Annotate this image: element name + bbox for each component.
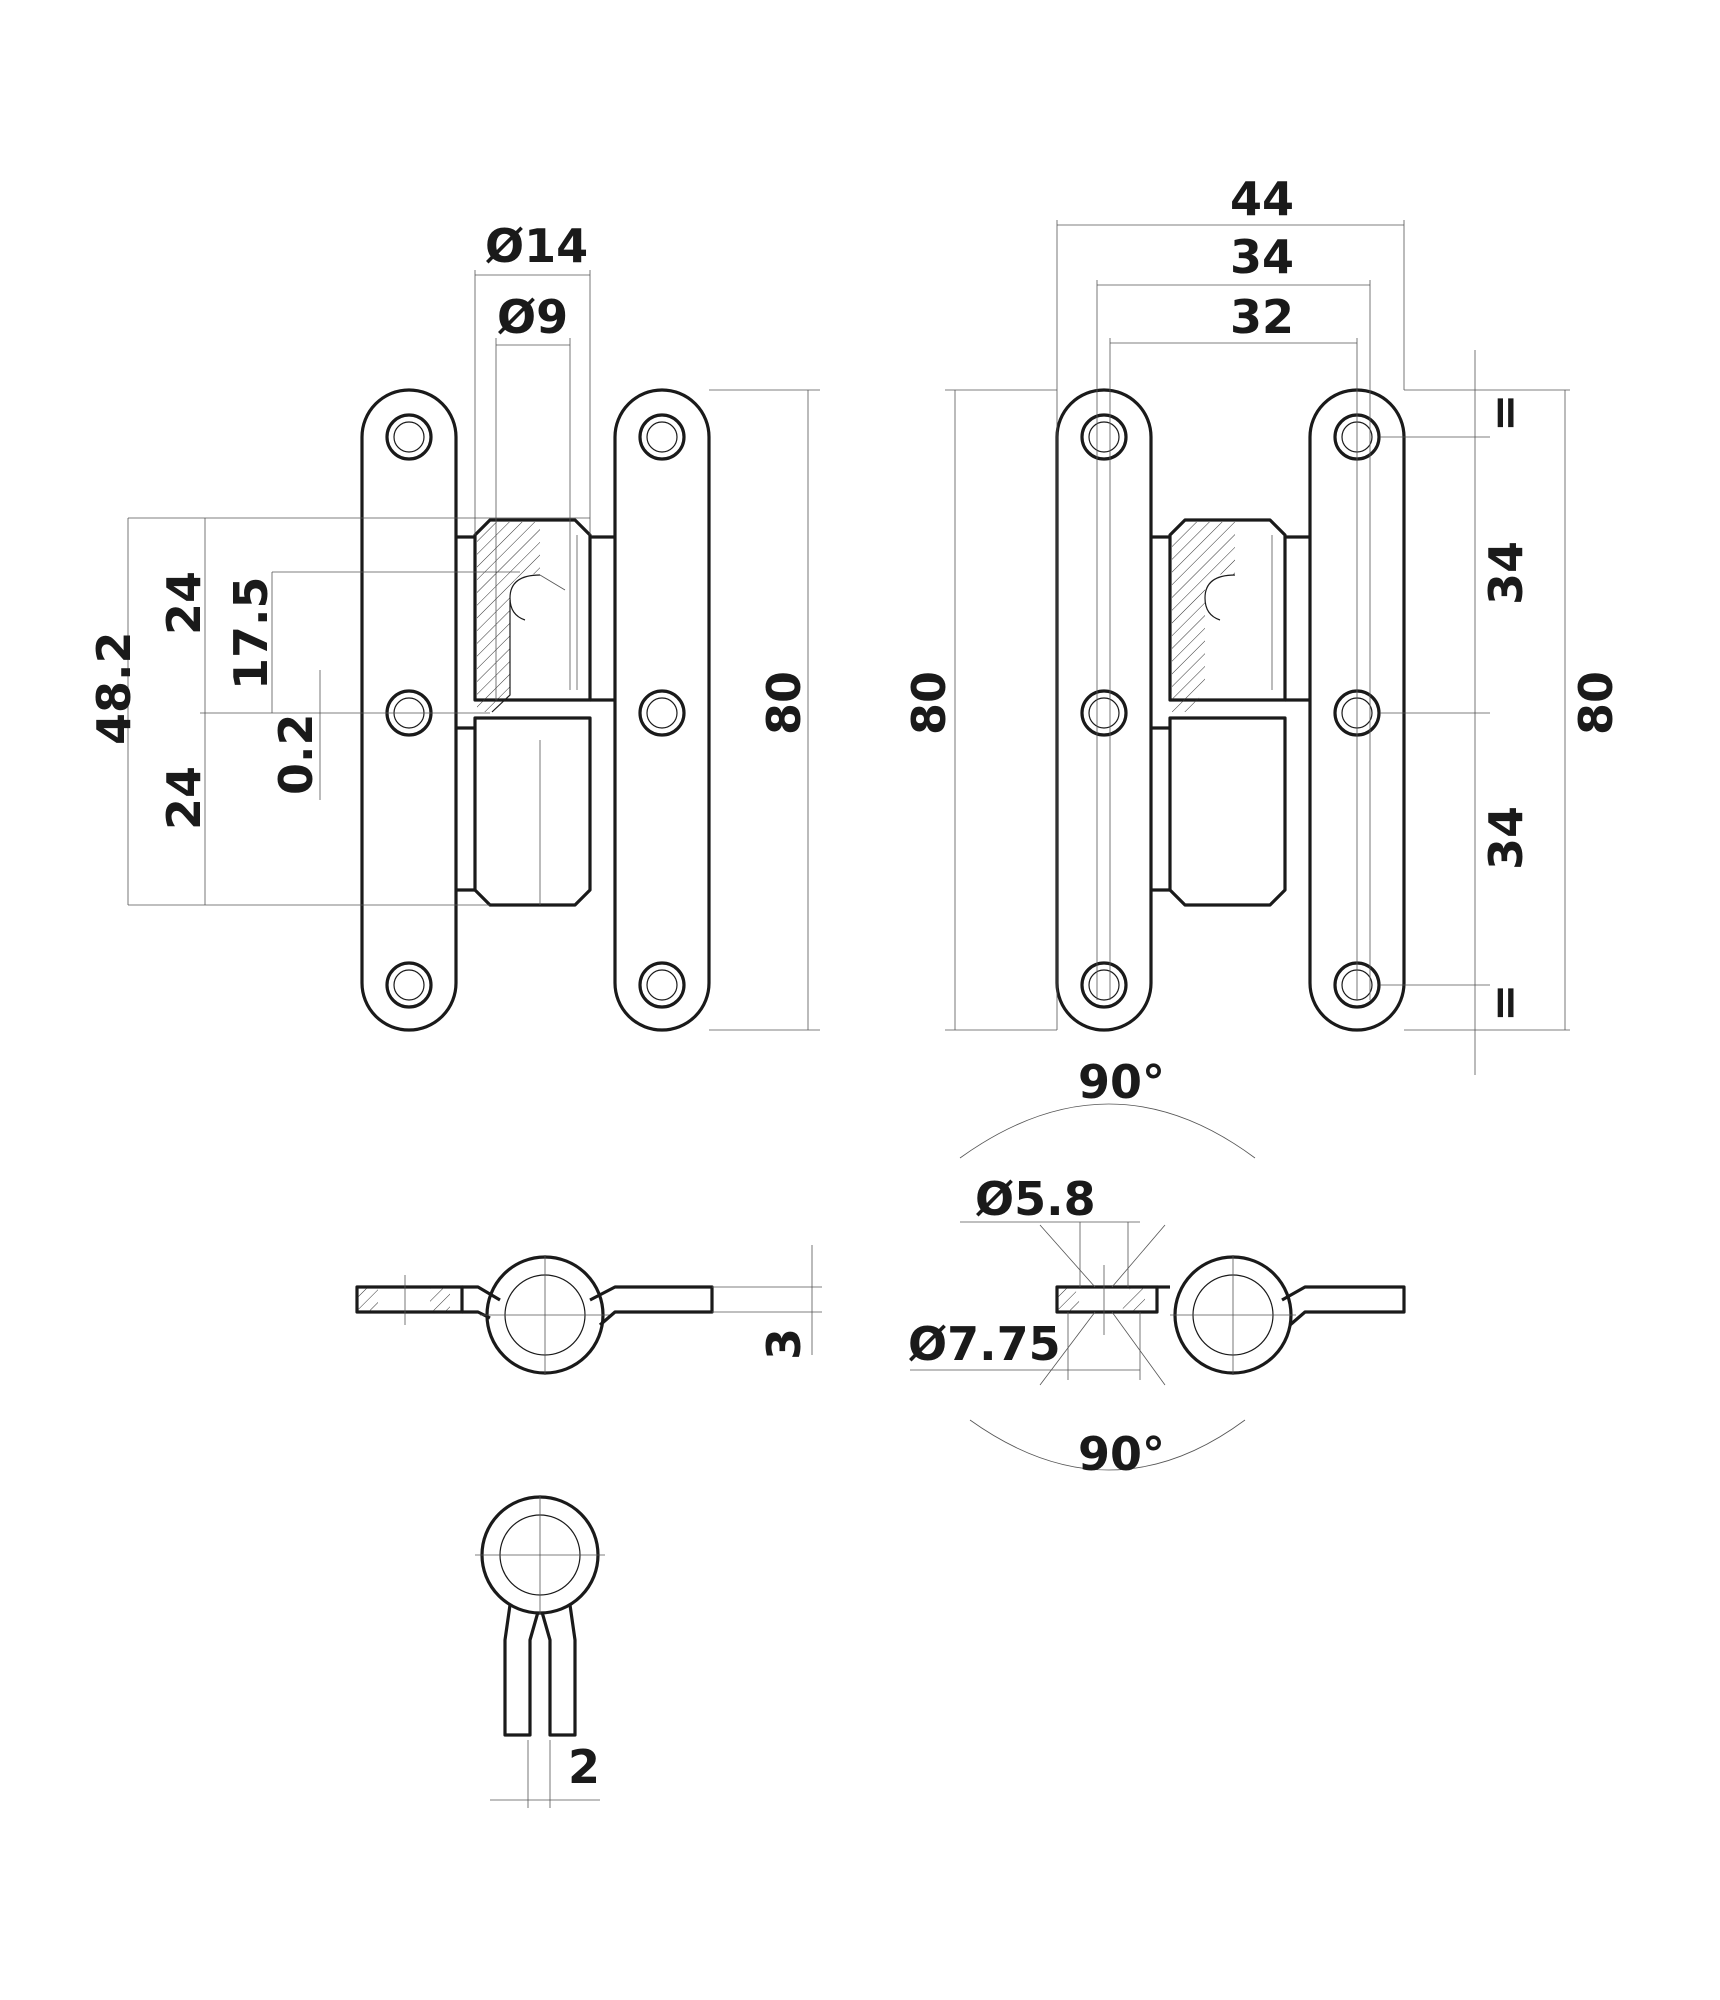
dim-lower-pitch: 34 (1479, 806, 1533, 870)
knuckle-upper-hatch (477, 522, 540, 712)
dim-overall-width: 44 (1230, 172, 1294, 226)
dim-lower-height: 24 (157, 766, 211, 830)
dim-inner-diameter: Ø9 (497, 290, 568, 344)
dim-outer-diameter: Ø14 (485, 219, 588, 273)
side-view: 44 34 32 80 80 34 34 = = (902, 172, 1623, 1075)
dim-equal-top: = (1477, 393, 1531, 432)
dim-leaf-thickness: 3 (757, 1328, 811, 1360)
top-view: 3 (355, 1245, 822, 1375)
dim-gap: 0.2 (269, 714, 323, 796)
dim-end-thickness: 2 (568, 1740, 600, 1794)
dim-pin-height: 17.5 (224, 577, 278, 691)
countersink-view: 90° Ø5.8 Ø7.75 90° (908, 1055, 1406, 1481)
dim-side-overall-left: 80 (902, 671, 956, 735)
dim-angle-top: 90° (1078, 1055, 1165, 1109)
dim-upper-height: 24 (157, 571, 211, 635)
dim-angle-bottom: 90° (1078, 1427, 1165, 1481)
dim-hole-diameter: Ø5.8 (975, 1172, 1096, 1226)
dim-upper-pitch: 34 (1479, 541, 1533, 605)
dim-overall-height: 80 (757, 671, 811, 735)
dim-hole-outer-width: 34 (1230, 230, 1294, 284)
dim-side-overall-right: 80 (1569, 671, 1623, 735)
right-leaf (613, 388, 711, 1032)
dim-total-height: 48.2 (87, 632, 141, 746)
dim-head-diameter: Ø7.75 (908, 1317, 1061, 1371)
end-view: 2 (475, 1495, 605, 1808)
dim-equal-bottom: = (1477, 983, 1531, 1022)
left-leaf (360, 388, 458, 1032)
dim-hole-inner-width: 32 (1230, 290, 1294, 344)
knuckle-lower (473, 716, 592, 907)
front-view: Ø14 Ø9 48.2 24 24 17.5 0.2 80 (87, 219, 820, 1032)
